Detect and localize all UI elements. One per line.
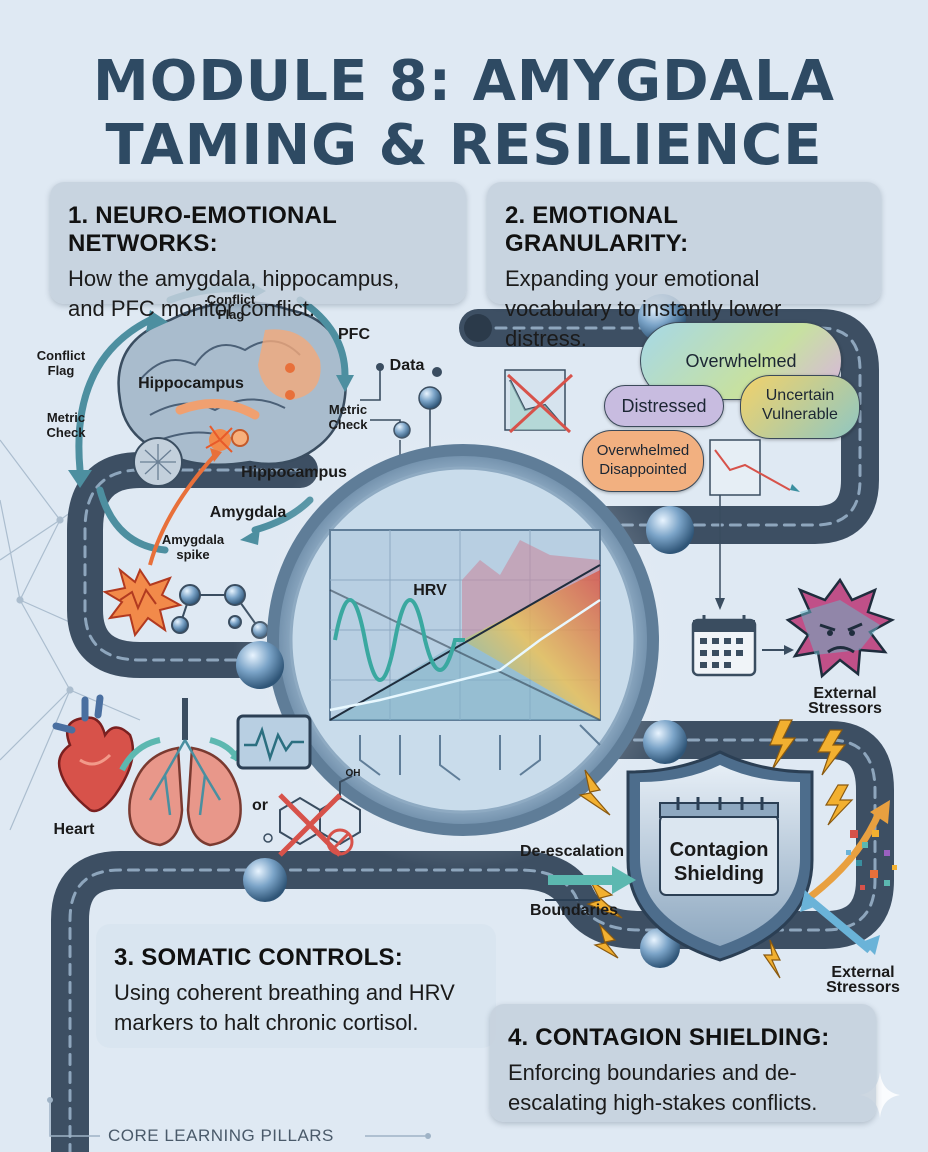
pillar-heading: 3. SOMATIC CONTROLS: [114,944,403,971]
emotion-bubble-distressed: Distressed [604,385,724,427]
pillar-body: How the amygdala, hippocampus, and PFC m… [68,266,400,321]
label-metric-check-right: Metric Check [328,402,368,432]
shield-icon [626,750,814,962]
label-hippocampus-lower: Hippocampus [241,464,347,481]
spike-burst [102,567,183,638]
label-oh: OH [345,768,361,779]
cortisol-molecule-icon [263,775,361,857]
road-orbs [236,294,694,968]
shield-title: Contagion Shielding [669,839,769,885]
rising-chart [709,439,800,496]
sparkle-icon [860,1072,900,1118]
heart-icon [52,694,135,813]
hrv-monitor [233,410,693,870]
footer-connector [49,1100,425,1137]
label-heart: Heart [53,821,95,838]
pillar-heading: 1. NEURO-EMOTIONAL NETWORKS: [68,202,337,257]
label-external-stressors-top: External Stressors [808,685,882,717]
label-conflict-flag-top: Conflict Flag [206,292,256,322]
label-metric-check-left: Metric Check [46,410,86,440]
label-hippocampus-upper: Hippocampus [138,375,244,392]
title-line-1: MODULE 8: AMYGDALA [92,49,835,114]
emotion-bubble-overwhelmed-disappointed: Overwhelmed Disappointed [582,430,704,492]
label-pfc: PFC [338,326,370,343]
ecg-monitor-icon [236,714,312,770]
pillar-panel-2: 2. EMOTIONAL GRANULARITY: Expanding your… [487,182,881,351]
page-title: MODULE 8: AMYGDALA TAMING & RESILIENCE [0,50,928,178]
pillar-panel-1: 1. NEURO-EMOTIONAL NETWORKS: How the amy… [50,182,466,321]
pillar-heading: 4. CONTAGION SHIELDING: [508,1024,830,1051]
calendar-icon [691,615,757,677]
label-de-escalation: De-escalation [520,843,625,860]
emotion-bubble-uncertain-vulnerable: Uncertain Vulnerable [740,375,860,439]
label-boundaries: Boundaries [530,902,619,919]
angry-burst-icon [785,577,896,679]
label-conflict-flag-left: Conflict Flag [36,348,86,378]
pillar-panel-4: 4. CONTAGION SHIELDING: Enforcing bounda… [490,1004,876,1122]
brain-illustration [117,300,347,487]
label-data: Data [389,357,425,374]
pillar-heading: 2. EMOTIONAL GRANULARITY: [505,202,689,257]
label-or: or [252,797,268,814]
title-line-2: TAMING & RESILIENCE [105,113,823,178]
lungs-icon [128,698,242,847]
pixel-noise [846,830,897,890]
pillar-body: Using coherent breathing and HRV markers… [114,980,455,1035]
label-external-stressors-bottom: External Stressors [826,964,900,996]
footer-label: CORE LEARNING PILLARS [108,1126,334,1145]
pillar-panel-3: 3. SOMATIC CONTROLS: Using coherent brea… [96,924,496,1048]
pillar-body: Expanding your emotional vocabulary to i… [505,266,782,351]
label-hrv: HRV [413,582,447,599]
label-amygdala-spike: Amygdala spike [161,532,225,562]
lightning-bolts [578,719,854,979]
label-amygdala: Amygdala [209,504,287,521]
pillar-body: Enforcing boundaries and de- escalating … [508,1060,818,1115]
declining-chart [504,369,574,434]
